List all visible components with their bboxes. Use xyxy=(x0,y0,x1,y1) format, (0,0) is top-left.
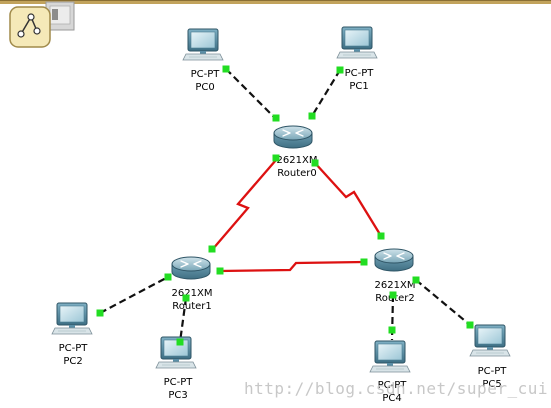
port-status-light xyxy=(164,273,172,281)
port-status-light xyxy=(311,159,319,167)
pc1-model-label: PC-PT xyxy=(345,68,375,79)
router0-model-label: 2621XM xyxy=(277,155,318,166)
port-status-light xyxy=(389,291,397,299)
port-status-light xyxy=(272,154,280,162)
pc-icon xyxy=(182,28,224,61)
serial-link-router1-router2[interactable] xyxy=(219,260,365,273)
port-status-light xyxy=(412,276,420,284)
cluster-diagram-icon[interactable] xyxy=(9,6,51,48)
router-icon xyxy=(374,248,414,272)
port-status-light xyxy=(388,326,396,334)
router-icon xyxy=(273,125,313,149)
router2-model-label: 2621XM xyxy=(375,280,416,291)
pc3-device[interactable]: PC-PT PC3 xyxy=(155,336,197,401)
pc1-name-label: PC1 xyxy=(349,81,368,92)
port-status-light xyxy=(96,309,104,317)
router0-device[interactable]: 2621XM Router0 xyxy=(273,125,318,179)
pc1-device[interactable]: PC-PT PC1 xyxy=(336,26,378,92)
port-status-light xyxy=(272,114,280,122)
blog-watermark: http://blog.csdn.net/super_cui xyxy=(244,379,548,398)
router1-name-label: Router1 xyxy=(172,301,212,312)
router1-model-label: 2621XM xyxy=(172,288,213,299)
serial-link-router0-router1[interactable] xyxy=(211,159,277,251)
pc3-model-label: PC-PT xyxy=(164,377,194,388)
pc-icon xyxy=(51,302,93,335)
port-status-light xyxy=(360,258,368,266)
pc5-device[interactable]: PC-PT PC5 xyxy=(469,324,511,390)
router1-device[interactable]: 2621XM Router1 xyxy=(171,256,213,312)
pc0-name-label: PC0 xyxy=(195,82,214,93)
pc-icon xyxy=(369,340,411,373)
port-status-light xyxy=(377,232,385,240)
pc-icon xyxy=(155,336,197,369)
ethernet-link-pc1-router0[interactable] xyxy=(311,69,341,117)
pc4-model-label: PC-PT xyxy=(378,380,408,391)
pc4-device[interactable]: PC-PT PC4 xyxy=(369,340,411,404)
pc-icon xyxy=(336,26,378,59)
port-status-light xyxy=(308,112,316,120)
ethernet-link-pc0-router0[interactable] xyxy=(225,68,277,120)
ethernet-link-pc3-router1[interactable] xyxy=(178,297,188,343)
pc2-device[interactable]: PC-PT PC2 xyxy=(51,302,93,367)
router-icon xyxy=(171,256,211,280)
pc0-device[interactable]: PC-PT PC0 xyxy=(182,28,224,93)
port-status-light xyxy=(216,267,224,275)
pc5-model-label: PC-PT xyxy=(478,366,508,377)
router0-name-label: Router0 xyxy=(277,168,317,179)
pc-icon xyxy=(469,324,511,357)
pc4-name-label: PC4 xyxy=(382,393,401,404)
link-status-indicators xyxy=(96,65,474,346)
port-status-light xyxy=(176,338,184,346)
pc2-name-label: PC2 xyxy=(63,356,82,367)
ethernet-link-pc2-router1[interactable] xyxy=(99,276,169,314)
pc0-model-label: PC-PT xyxy=(191,69,221,80)
port-status-light xyxy=(222,65,230,73)
ethernet-link-pc5-router2[interactable] xyxy=(415,279,471,326)
pc3-name-label: PC3 xyxy=(168,390,187,401)
top-toolbar-strip xyxy=(0,0,551,4)
port-status-light xyxy=(208,245,216,253)
port-status-light xyxy=(336,66,344,74)
pc5-name-label: PC5 xyxy=(482,379,501,390)
serial-link-router0-router2[interactable] xyxy=(314,162,382,237)
port-status-light xyxy=(466,321,474,329)
port-status-light xyxy=(182,294,190,302)
pc2-model-label: PC-PT xyxy=(59,343,89,354)
